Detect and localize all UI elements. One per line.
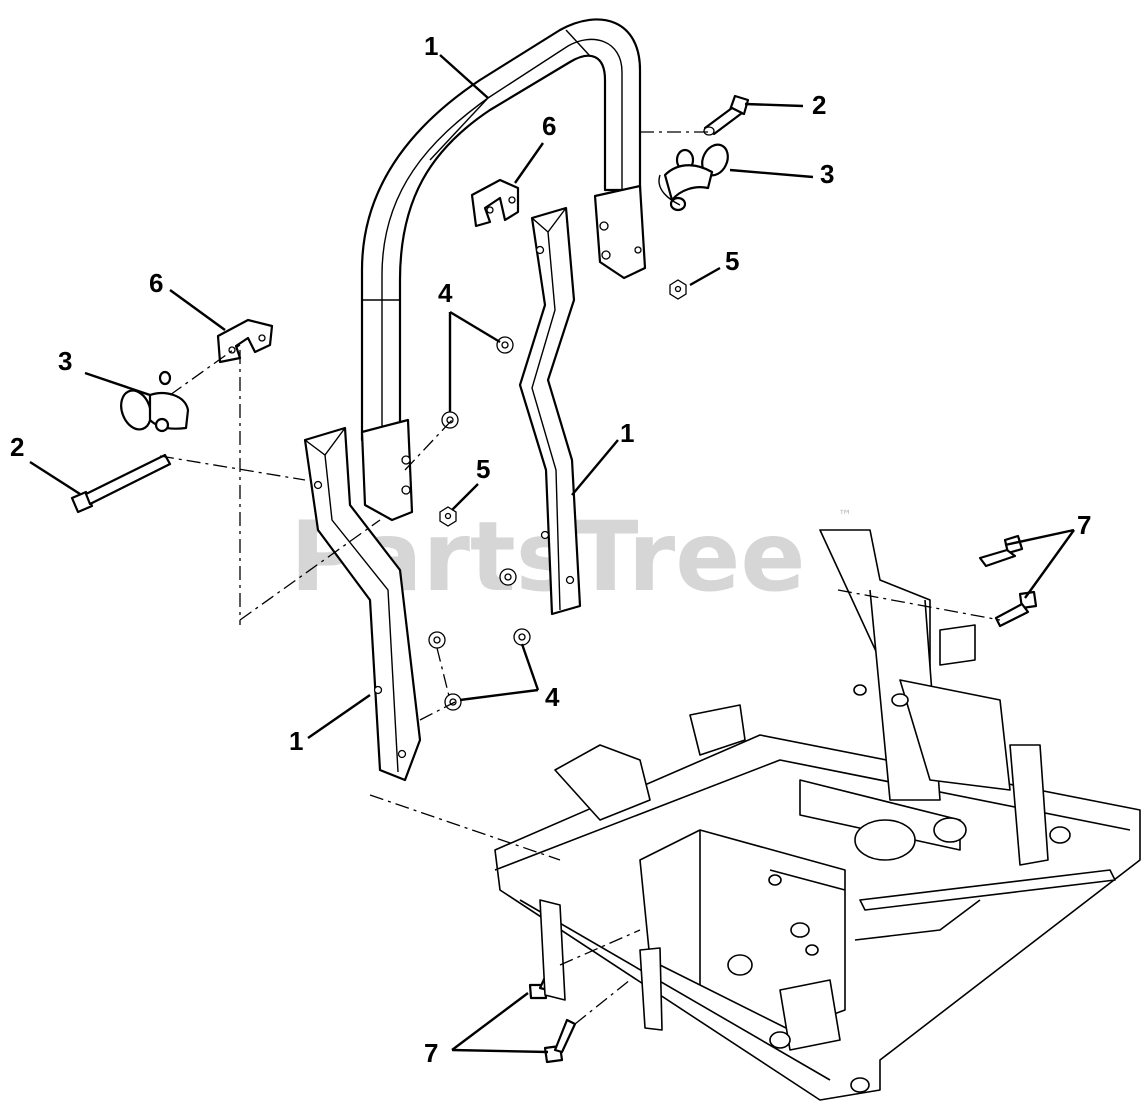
callout-1-top: 1 <box>424 31 438 61</box>
callout-5-left-nut: 5 <box>476 454 490 484</box>
rops-left-post[interactable] <box>303 426 422 782</box>
watermark-trademark: ™ <box>838 508 852 524</box>
callout-2-left-bolt: 2 <box>10 432 24 462</box>
callout-2-upper-bolt: 2 <box>812 90 826 120</box>
locknut-2[interactable] <box>441 411 459 429</box>
bracket-upper[interactable] <box>470 178 520 228</box>
bracket-left[interactable] <box>216 318 274 364</box>
hitch-pin-left[interactable] <box>116 370 190 434</box>
callout-3-left-pin: 3 <box>58 346 72 376</box>
upper-left-sleeve[interactable] <box>360 418 414 522</box>
bolt-upper[interactable] <box>703 94 750 136</box>
callout-5-right-nut: 5 <box>725 246 739 276</box>
locknut-6[interactable] <box>444 693 462 711</box>
callout-4-lower-locknuts: 4 <box>545 682 560 712</box>
frame-bolt-upper-2[interactable] <box>994 590 1038 628</box>
leader-lines <box>29 54 1075 1054</box>
hitch-pin-right[interactable] <box>658 140 733 212</box>
hex-nut-right[interactable] <box>669 279 687 300</box>
upper-right-sleeve[interactable] <box>593 184 647 280</box>
bolt-left[interactable] <box>70 453 172 514</box>
rops-right-post[interactable] <box>518 206 582 616</box>
callout-3-right-pin: 3 <box>820 159 834 189</box>
locknut-4[interactable] <box>428 631 446 649</box>
frame-bolt-lower-2[interactable] <box>543 1018 577 1064</box>
callout-4-upper-locknuts: 4 <box>438 278 453 308</box>
hex-nut-left[interactable] <box>439 506 457 527</box>
frame-bolt-upper-1[interactable] <box>978 534 1024 568</box>
callout-7-lower-bolts: 7 <box>424 1038 438 1068</box>
callout-6-left-bracket: 6 <box>149 268 163 298</box>
locknut-3[interactable] <box>499 568 517 586</box>
callouts: 1 1 1 2 2 3 3 4 4 5 5 6 6 7 7 <box>10 31 1091 1068</box>
callout-6-upper-bracket: 6 <box>542 111 556 141</box>
rops-upper-hoop[interactable] <box>360 18 642 442</box>
locknut-5[interactable] <box>513 628 531 646</box>
callout-1-left-post: 1 <box>289 726 303 756</box>
callout-7-upper-bolts: 7 <box>1077 510 1091 540</box>
assembly-lines <box>159 131 1001 1025</box>
callout-1-right-post: 1 <box>620 418 634 448</box>
locknut-1[interactable] <box>496 336 514 354</box>
tractor-frame <box>494 529 1141 1101</box>
